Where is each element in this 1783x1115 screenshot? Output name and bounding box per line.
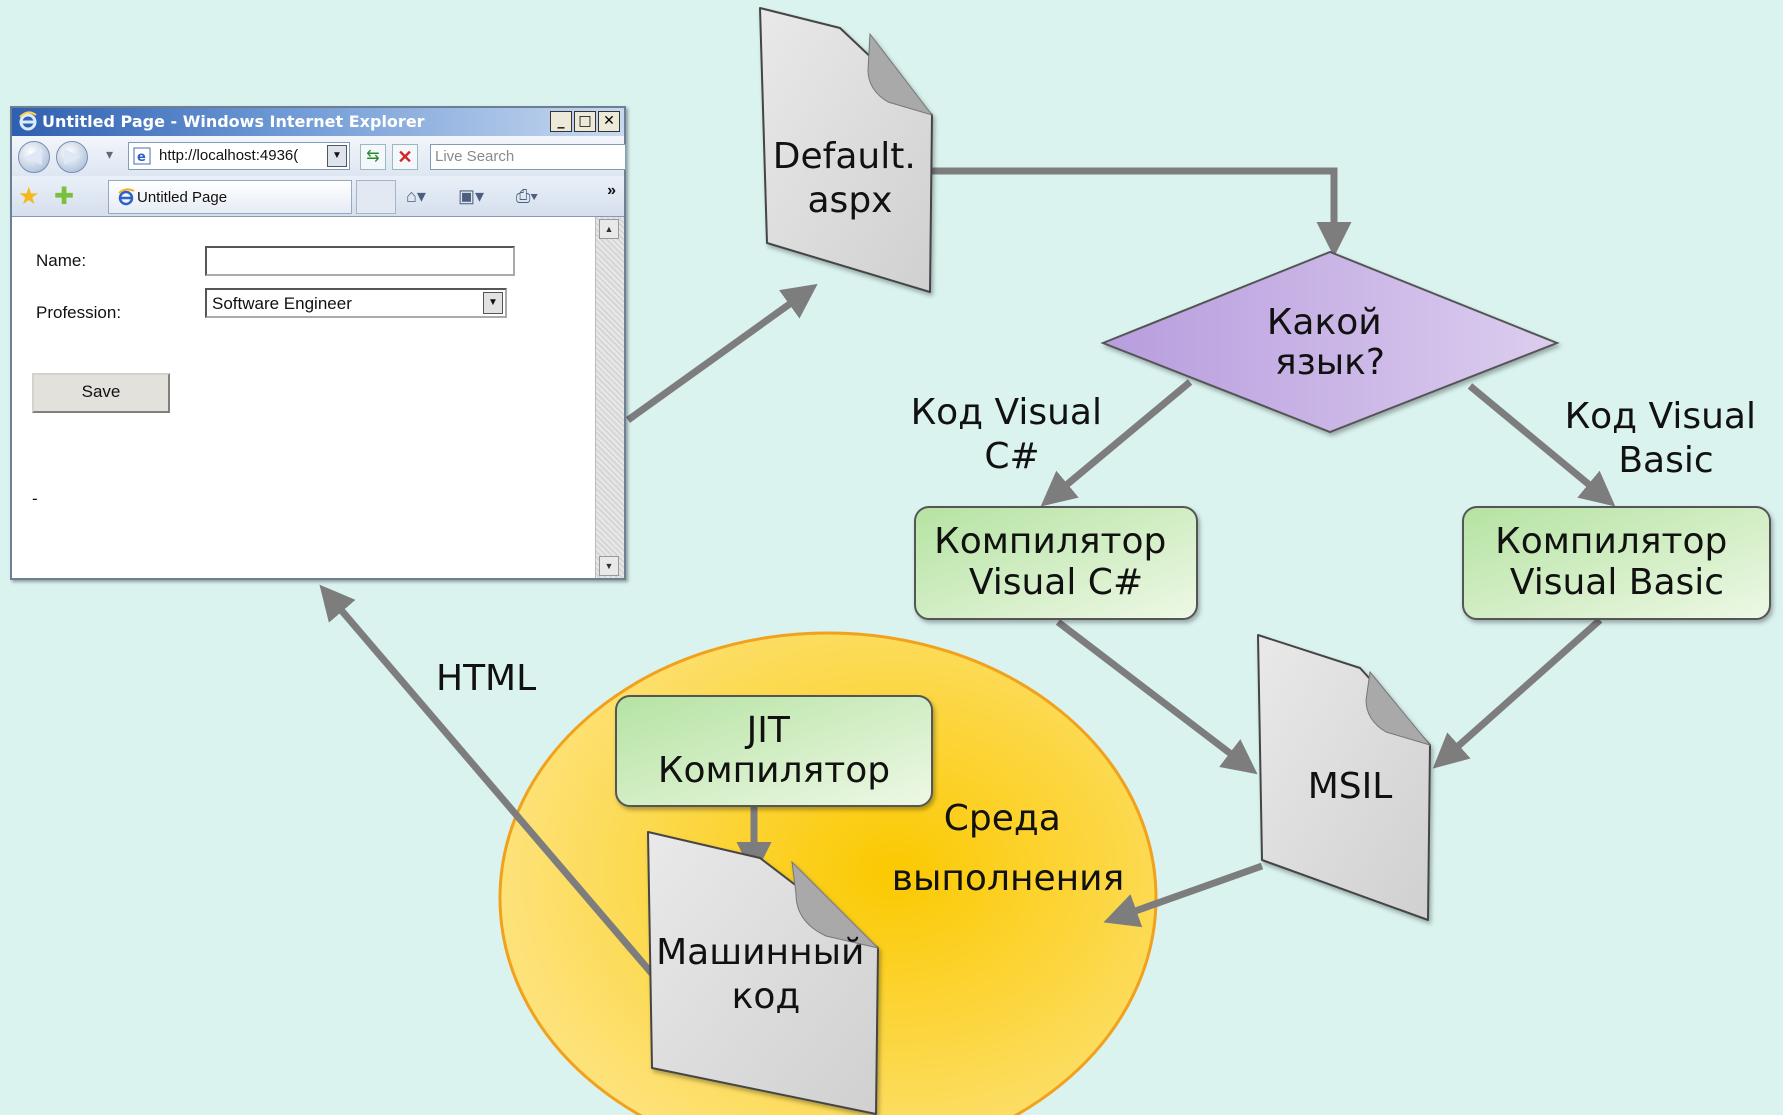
arrow-default-to-decision (932, 167, 1352, 257)
arrow-vb-to-msil (1432, 617, 1603, 769)
refresh-button[interactable]: ⇆ (360, 144, 386, 170)
footer-text: - (32, 489, 38, 508)
print-icon[interactable]: ⎙▾ (516, 186, 538, 206)
tab-ie-icon (118, 188, 135, 206)
csharp-compiler-line1: Компилятор (934, 521, 1166, 562)
maximize-button[interactable]: □ (574, 111, 596, 132)
svg-text:Код Visual C#: Код Visual C# (911, 392, 1114, 477)
tab-untitled-page[interactable]: Untitled Page (108, 180, 352, 214)
address-dropdown-icon[interactable]: ▼ (327, 145, 347, 167)
svg-text:JIT Компилятор: JIT Компилятор (658, 710, 890, 791)
vb-compiler-line1: Компилятор (1495, 521, 1727, 562)
home-icon[interactable]: ⌂▾ (406, 186, 426, 206)
decision-line2: язык? (1275, 342, 1385, 383)
jit-line1: JIT (745, 710, 791, 751)
ie-logo-icon (19, 111, 37, 131)
search-input[interactable]: Live Search (430, 144, 626, 170)
vertical-scrollbar[interactable]: ▲ ▼ (595, 217, 624, 578)
arrow-browser-to-default (625, 283, 818, 423)
profession-label: Profession: (36, 303, 122, 322)
svg-text:Default. aspx: Default. aspx (773, 136, 927, 221)
svg-text:Компилятор Visual Basic: Компилятор Visual Basic (1495, 521, 1739, 603)
machine-code-document (647, 831, 880, 1115)
name-field[interactable] (205, 246, 515, 276)
svg-text:e: e (137, 150, 146, 165)
tab-title: Untitled Page (137, 189, 228, 206)
arrow-csharp-to-msil (1055, 619, 1258, 775)
browser-title: Untitled Page - Windows Internet Explore… (42, 112, 425, 131)
browser-window: Untitled Page - Windows Internet Explore… (10, 106, 626, 580)
jit-compiler-box (615, 695, 933, 807)
page-content: Name: Profession: Software Engineer ▼ Sa… (12, 216, 624, 578)
add-favorites-icon[interactable]: ✚ (54, 183, 75, 210)
history-dropdown-icon[interactable]: ▾ (106, 146, 114, 162)
svg-text:Какой язык?: Какой язык? (1267, 302, 1393, 383)
html-label: HTML (436, 658, 536, 699)
svg-text:Компилятор Visual C#: Компилятор Visual C# (934, 521, 1178, 603)
navigation-bar: ◀ ▶ ▾ e http://localhost:4936( ▼ ⇆ ✕ Liv… (12, 136, 626, 176)
msil-label: MSIL (1308, 766, 1393, 807)
address-bar[interactable]: e http://localhost:4936( ▼ (128, 142, 350, 170)
vb-compiler-box (1462, 506, 1771, 620)
runtime-line1: Среда (944, 798, 1061, 839)
svg-text:Машинный код: Машинный код (656, 932, 876, 1017)
csharp-compiler-box (914, 506, 1198, 620)
default-aspx-line2: aspx (808, 180, 893, 221)
jit-line2: Компилятор (658, 750, 890, 791)
address-text: http://localhost:4936( (159, 147, 299, 164)
minimize-button[interactable]: _ (550, 111, 572, 132)
back-button[interactable]: ◀ (18, 141, 50, 173)
feeds-icon[interactable]: ▣▾ (458, 186, 485, 206)
machine-code-line2: код (732, 976, 801, 1017)
tab-bar: ★ ✚ Untitled Page ⌂▾ ▣▾ ⎙▾ » (12, 176, 624, 216)
more-tools-icon[interactable]: » (607, 182, 616, 199)
msil-document (1257, 634, 1432, 921)
name-label: Name: (36, 251, 87, 270)
browser-title-bar: Untitled Page - Windows Internet Explore… (12, 108, 624, 136)
page-icon: e (133, 147, 151, 165)
close-button[interactable]: ✕ (598, 111, 620, 132)
arrow-decision-to-vb (1467, 383, 1616, 507)
runtime-line2: выполнения (892, 858, 1125, 899)
profession-value: Software Engineer (212, 294, 352, 313)
forward-button[interactable]: ▶ (56, 141, 88, 173)
profession-select[interactable]: Software Engineer ▼ (205, 288, 507, 318)
save-button[interactable]: Save (32, 373, 170, 413)
svg-text:Среда выполнения: Среда выполнения (892, 798, 1125, 899)
stop-button[interactable]: ✕ (392, 144, 418, 170)
branch-vb-line2: Basic (1618, 440, 1713, 481)
branch-csharp-line2: C# (984, 436, 1039, 477)
svg-text:Код Visual Basic: Код Visual Basic (1565, 396, 1768, 481)
branch-csharp-line1: Код Visual (911, 392, 1102, 433)
default-aspx-document (759, 7, 934, 293)
branch-vb-line1: Код Visual (1565, 396, 1756, 437)
arrow-msil-to-runtime (1103, 862, 1264, 928)
arrow-decision-to-csharp (1040, 379, 1193, 507)
machine-code-line1: Машинный (656, 932, 864, 973)
default-aspx-line1: Default. (773, 136, 916, 177)
arrow-machine-to-browser (319, 584, 657, 979)
new-tab-button[interactable] (356, 180, 396, 214)
scroll-up-icon[interactable]: ▲ (599, 219, 619, 239)
vb-compiler-line2: Visual Basic (1510, 562, 1724, 603)
csharp-compiler-line2: Visual C# (969, 562, 1143, 603)
decision-line1: Какой (1267, 302, 1382, 343)
favorites-star-icon[interactable]: ★ (18, 183, 40, 210)
chevron-down-icon[interactable]: ▼ (483, 292, 503, 314)
decision-diamond (1100, 250, 1560, 434)
scroll-down-icon[interactable]: ▼ (599, 556, 619, 576)
